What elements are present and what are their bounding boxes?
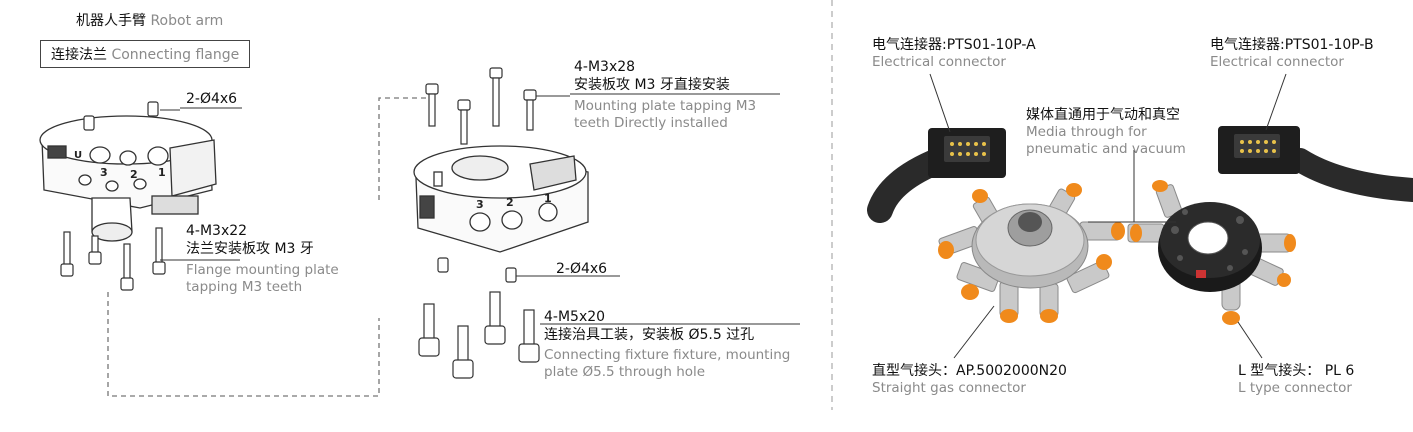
screws-m3x22 [60,227,166,291]
screw-fixture-en-1: Connecting fixture fixture, mounting [544,347,791,363]
screw-plate-en-1: Mounting plate tapping M3 [574,98,757,114]
robot-arm-title-en: Robot arm [150,13,224,29]
screws-m5x20 [418,291,540,379]
screw-fixture-callout: 4-M5x20 连接治具工装，安装板 Ø5.5 过孔 Connecting fi… [544,308,790,381]
screw-flange-callout: 4-M3x22 法兰安装板攻 M3 牙 Flange mounting plat… [186,222,339,296]
robot-arm-title: 机器人手臂 Robot arm [76,10,223,30]
screw-flange-code: 4-M3x22 [186,223,248,239]
leader-lines-left [160,93,800,325]
screw-fixture-en-2: plate Ø5.5 through hole [544,364,706,380]
flange-box-en: Connecting flange [111,47,240,63]
connecting-flange-box: 连接法兰 Connecting flange [40,40,251,68]
connector-b-body [1218,126,1300,174]
pin-top [83,101,159,131]
left-mark-u: U [74,150,83,161]
pin-bottom-label: 2-Ø4x6 [556,261,608,277]
left-mark-3: 3 [100,166,108,179]
pin-bottom [437,257,517,283]
left-module [39,115,217,242]
robot-arm-title-cn: 机器人手臂 [76,13,146,29]
connector-b-cn: 电气连接器:PTS01-10P-B [1210,37,1374,53]
screw-flange-en-1: Flange mounting plate [186,262,339,278]
connector-a-cn: 电气连接器:PTS01-10P-A [872,37,1036,53]
straight-connector-label: 直型气接头：AP.5002000N20 Straight gas connect… [872,362,1067,397]
left-mark-2: 2 [130,168,138,181]
straight-cn: 直型气接头：AP.5002000N20 [872,363,1067,379]
media-cn: 媒体直通用于气动和真空 [1026,107,1180,123]
connector-a-en: Electrical connector [872,54,1006,70]
screw-plate-cn: 安装板攻 M3 牙直接安装 [574,77,730,93]
right-mark-3: 3 [476,198,484,211]
media-label: 媒体直通用于气动和真空 Media through for pneumatic … [1026,106,1186,158]
right-mark-1: 1 [544,192,552,205]
connector-a-body [928,128,1006,178]
left-mark-1: 1 [158,166,166,179]
screw-plate-en-2: teeth Directly installed [574,115,728,131]
ltype-en: L type connector [1238,380,1352,396]
screw-flange-en-2: tapping M3 teeth [186,279,303,295]
straight-en: Straight gas connector [872,380,1026,396]
ltype-cn: L 型气接头： PL 6 [1238,363,1355,379]
ltype-connector-label: L 型气接头： PL 6 L type connector [1238,362,1354,397]
flange-box-cn: 连接法兰 [51,47,107,63]
ltype-module [1127,180,1296,325]
screw-fixture-code: 4-M5x20 [544,309,606,325]
media-en-1: Media through for [1026,124,1147,140]
right-module [413,145,589,253]
connector-b-label: 电气连接器:PTS01-10P-B Electrical connector [1210,36,1374,71]
pin-top-label: 2-Ø4x6 [186,91,238,107]
screw-flange-cn: 法兰安装板攻 M3 牙 [186,241,314,257]
leader-lines-right [929,73,1287,359]
straight-module [938,183,1125,323]
right-mark-2: 2 [506,196,514,209]
connector-a-label: 电气连接器:PTS01-10P-A Electrical connector [872,36,1036,71]
screw-plate-callout: 4-M3x28 安装板攻 M3 牙直接安装 Mounting plate tap… [574,58,756,132]
screw-fixture-cn: 连接治具工装，安装板 Ø5.5 过孔 [544,327,755,343]
connector-b-en: Electrical connector [1210,54,1344,70]
dashed-guide [107,97,432,397]
screw-plate-code: 4-M3x28 [574,59,636,75]
screws-m3x28 [425,67,537,145]
media-en-2: pneumatic and vacuum [1026,141,1186,157]
